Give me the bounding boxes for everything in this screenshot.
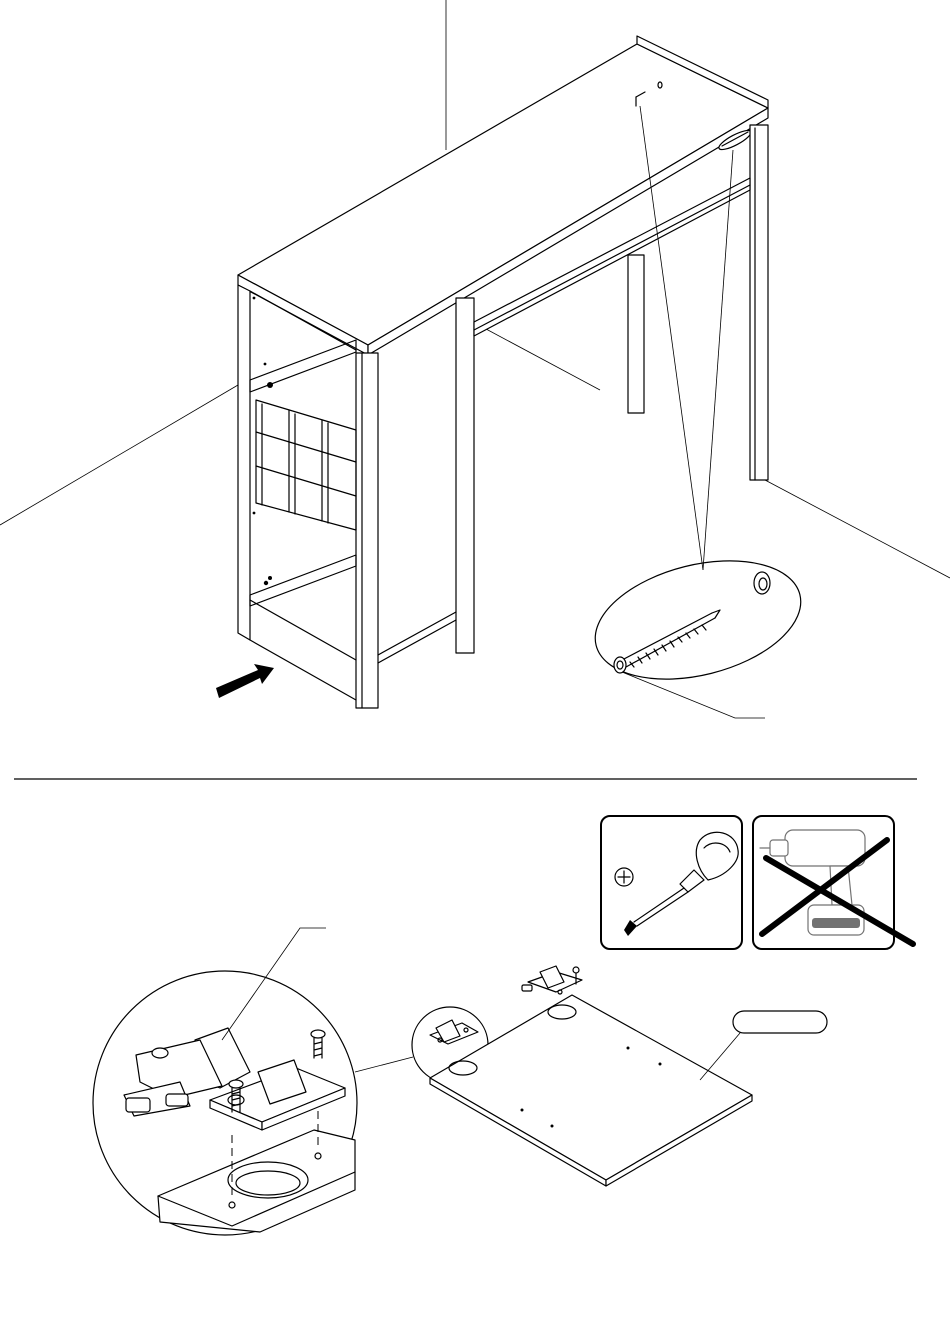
door-panel xyxy=(430,966,827,1186)
hinge-icon xyxy=(124,1028,345,1130)
wine-rack-grid xyxy=(256,400,356,530)
push-direction-arrow-icon xyxy=(216,664,274,698)
long-screw-icon xyxy=(614,610,720,673)
tool-drill-box xyxy=(753,816,913,949)
hinge-screw-right-icon xyxy=(311,1030,325,1058)
hinge-detail-callout xyxy=(93,928,357,1235)
hinge-on-panel-icon xyxy=(522,966,582,994)
bar-table-cabinet xyxy=(238,36,768,708)
screwdriver-icon xyxy=(624,832,738,936)
hinge-zoom-leader xyxy=(355,1057,413,1072)
screw-detail-callout xyxy=(583,541,813,718)
